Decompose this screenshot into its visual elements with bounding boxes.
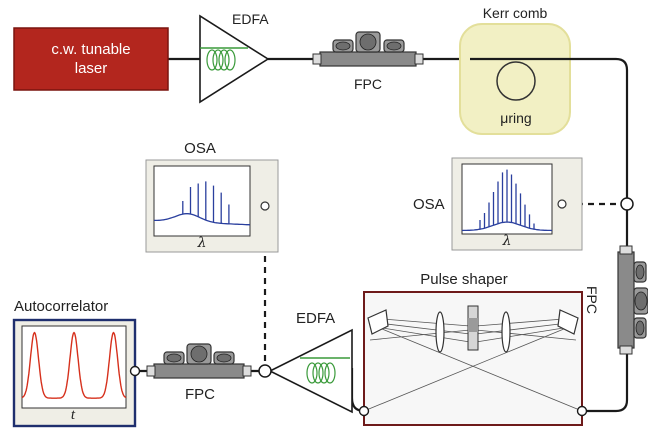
pulse-shaper-label: Pulse shaper bbox=[420, 271, 508, 288]
osa-right-axis-label: λ bbox=[502, 233, 512, 249]
osa-left-panel bbox=[145, 159, 279, 253]
osa-left-port bbox=[260, 201, 270, 211]
fpc-right-controller bbox=[617, 245, 648, 355]
kerr-comb-chip bbox=[459, 23, 583, 135]
osa-right-label: OSA bbox=[413, 196, 445, 213]
osa-right-panel bbox=[451, 157, 583, 251]
autocorrelator-panel bbox=[12, 318, 141, 428]
fpc-bottom-controller bbox=[146, 343, 252, 379]
osa-right-port bbox=[557, 199, 567, 209]
edfa-top-amplifier bbox=[199, 14, 270, 104]
autocorrelator-port bbox=[129, 365, 141, 377]
edfa-top-coil bbox=[206, 49, 236, 71]
fiber-shaper-to-edfa bbox=[350, 368, 365, 413]
autocorrelation-trace bbox=[21, 331, 127, 399]
fpc-top-controller bbox=[312, 31, 424, 67]
osa-left-label: OSA bbox=[184, 140, 216, 157]
autocorrelator-axis-label: t bbox=[70, 407, 76, 423]
autocorrelator-label: Autocorrelator bbox=[14, 298, 109, 315]
kerr-comb-label: Kerr comb bbox=[482, 5, 548, 21]
laser-label-line1: c.w. tunable bbox=[51, 41, 131, 58]
microring bbox=[496, 61, 536, 101]
edfa-bottom-amplifier bbox=[268, 328, 353, 414]
junction-right-tap bbox=[620, 197, 634, 211]
osa-left-spectrum-lines bbox=[154, 181, 251, 226]
fpc-right-label: FPC bbox=[584, 286, 600, 314]
laser-label: c.w. tunable laser bbox=[14, 28, 168, 90]
edfa-bottom-label: EDFA bbox=[296, 310, 336, 327]
osa-left-lines-baseline bbox=[154, 213, 251, 226]
laser-box bbox=[13, 27, 169, 91]
pulse-shaper-box bbox=[358, 291, 588, 426]
edfa-top-label: EDFA bbox=[232, 11, 269, 27]
edfa-bottom-coil bbox=[306, 362, 336, 384]
fiber-right-fpc-to-bottom bbox=[582, 348, 629, 413]
osa-left-axis-label: λ bbox=[197, 235, 207, 251]
junction-left-tap bbox=[258, 364, 272, 378]
osa-right-spectrum-lines bbox=[461, 169, 553, 232]
pulse-shaper-port-right bbox=[576, 405, 588, 417]
pulse-shaper-port-left bbox=[358, 405, 370, 417]
fiber-kerr-to-right bbox=[583, 57, 629, 204]
microring-label: μring bbox=[500, 110, 532, 126]
laser-label-line2: laser bbox=[74, 60, 108, 77]
fpc-bottom-label: FPC bbox=[185, 386, 215, 403]
fpc-top-label: FPC bbox=[354, 76, 382, 92]
